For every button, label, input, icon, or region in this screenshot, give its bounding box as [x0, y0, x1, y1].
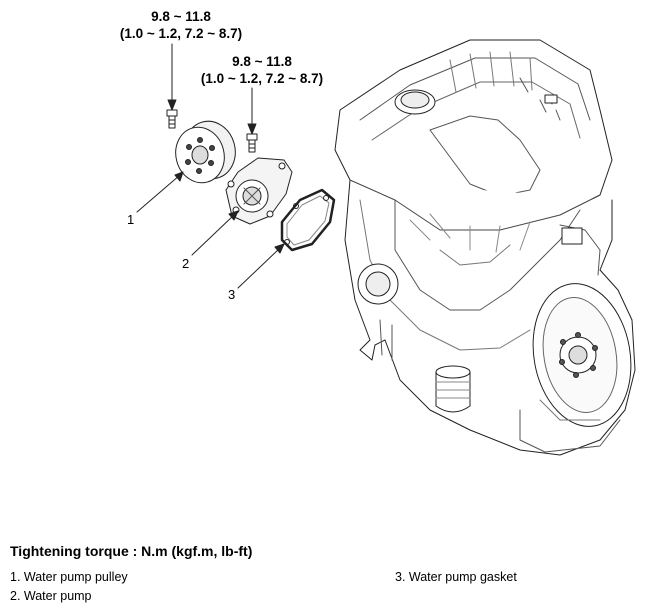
torque-value: 9.8 ~ 11.8: [232, 54, 292, 69]
legend-item-3: 3. Water pump gasket: [395, 570, 517, 584]
exploded-view-diagram: [136, 39, 636, 456]
torque-alt-units: (1.0 ~ 1.2, 7.2 ~ 8.7): [200, 71, 324, 86]
torque-leader-1: [167, 43, 177, 111]
torque-label-1: 9.8 ~ 11.8 (1.0 ~ 1.2, 7.2 ~ 8.7): [112, 8, 250, 42]
callout-leader-1: [136, 171, 184, 213]
water-pump: [225, 157, 293, 225]
torque-value: 9.8 ~ 11.8: [151, 9, 211, 24]
legend-item-2: 2. Water pump: [10, 589, 92, 603]
bolt-icon: [246, 133, 258, 153]
torque-leader-2: [247, 87, 257, 135]
torque-caption: Tightening torque : N.m (kgf.m, lb-ft): [10, 543, 253, 559]
callout-number-1: 1: [127, 212, 135, 227]
water-pump-gasket: [280, 188, 336, 252]
callout-leader-2: [191, 210, 239, 256]
torque-alt-units: (1.0 ~ 1.2, 7.2 ~ 8.7): [119, 26, 243, 41]
torque-label-2: 9.8 ~ 11.8 (1.0 ~ 1.2, 7.2 ~ 8.7): [193, 53, 331, 87]
callout-number-3: 3: [228, 287, 236, 302]
water-pump-pulley: [175, 120, 236, 184]
callout-leader-3: [237, 243, 285, 289]
engine-block: [334, 39, 636, 456]
legend-item-1: 1. Water pump pulley: [10, 570, 128, 584]
bolt-icon: [166, 109, 178, 129]
callout-number-2: 2: [182, 256, 190, 271]
